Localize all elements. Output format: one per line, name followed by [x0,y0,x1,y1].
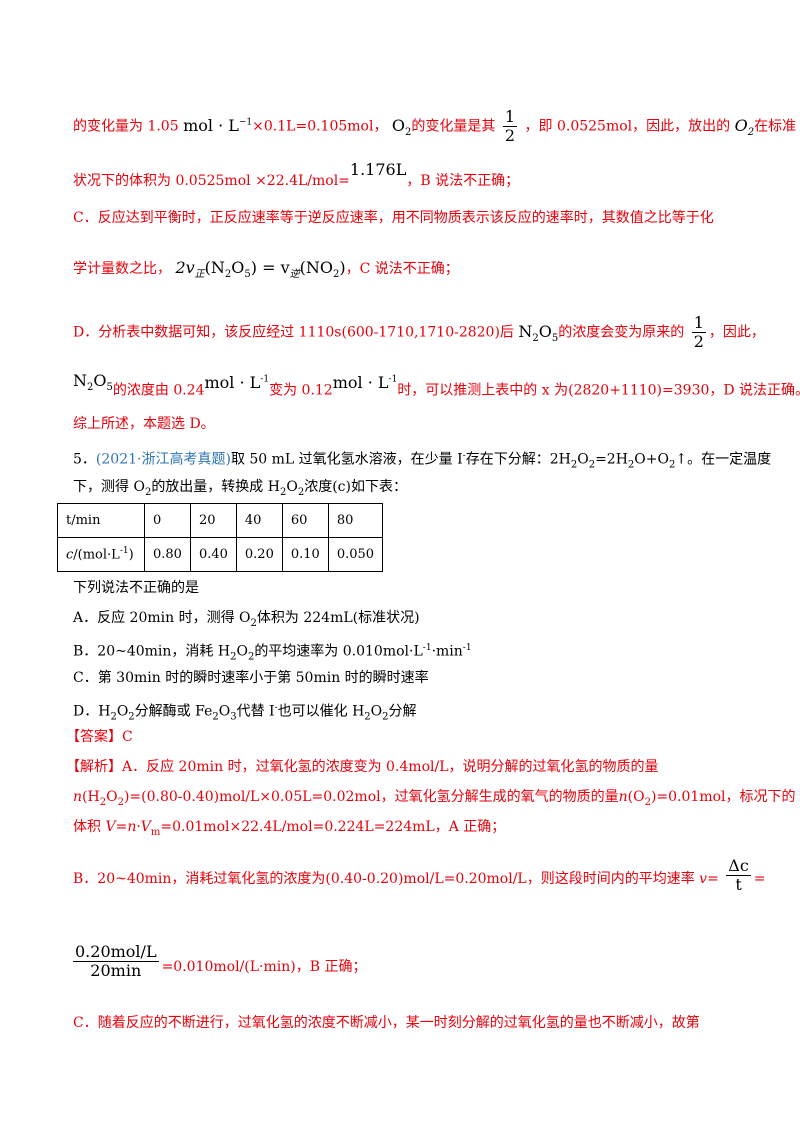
rate-equation: 2v正(N2O5) = v逆(NO2) [175,258,346,281]
line-3: C．反应达到平衡时，正反应速率等于逆反应速率，用不同物质表示该反应的速率时，其数… [73,210,714,226]
table-header-cell: t/min [57,503,145,538]
question-prompt: 下列说法不正确的是 [73,580,199,596]
option-b: B．20~40min，消耗 H2O2的平均速率为 0.010mol·L-1·mi… [73,643,472,663]
table-cell: 0.10 [281,537,329,572]
table-cell: 40 [235,503,283,538]
line-7: 综上所述，本题选 D。 [73,416,215,432]
table-row: c/(mol·L-1) 0.80 0.40 0.20 0.10 0.050 [57,537,384,572]
option-c: C．第 30min 时的瞬时速率小于第 50min 时的瞬时速率 [73,670,429,686]
line-1: 的变化量为 1.05 mol · L−1×0.1L=0.105mol， O2的变… [73,107,797,145]
answer: 【答案】C [66,729,133,745]
table-header-cell: c/(mol·L-1) [57,537,145,572]
table-row: t/min 0 20 40 60 80 [57,503,384,538]
data-table: t/min 0 20 40 60 80 c/(mol·L-1) 0.80 0.4… [57,503,384,572]
option-a: A．反应 20min 时，测得 O2体积为 224mL(标准状况) [73,610,420,629]
explanation-4: B．20~40min，消耗过氧化氢的浓度为(0.40-0.20)mol/L=0.… [73,856,766,894]
line-4: 学计量数之比， 2v正(N2O5) = v逆(NO2)，C 说法不正确； [73,258,459,281]
question-5-stem: 5．(2021·浙江高考真题)取 50 mL 过氧化氢水溶液，在少量 I-存在下… [73,451,772,471]
explanation-1: 【解析】A．反应 20min 时，过氧化氢的浓度变为 0.4mol/L，说明分解… [66,759,659,775]
table-cell: 0.40 [189,537,237,572]
line-5: D．分析表中数据可知，该反应经过 1110s(600-1710,1710-282… [73,313,765,351]
table-cell: 60 [281,503,329,538]
line-2: 状况下的体积为 0.0525mol ×22.4L/mol=1.176L，B 说法… [73,160,520,189]
explanation-3: 体积 V=n·Vm=0.01mol×22.4L/mol=0.224L=224mL… [73,819,506,838]
source-tag: (2021·浙江高考真题) [95,451,231,468]
line-6: N2O5的浓度由 0.24mol · L-1变为 0.12mol · L-1时，… [73,371,800,399]
table-cell: 0.20 [235,537,283,572]
table-cell: 0.80 [144,537,191,572]
question-5-stem-2: 下，测得 O2的放出量，转换成 H2O2浓度(c)如下表： [73,479,407,498]
option-d: D．H2O2分解酶或 Fe2O3代替 I-也可以催化 H2O2分解 [73,703,417,723]
table-cell: 80 [327,503,384,538]
explanation-2: n(H2O2)=(0.80-0.40)mol/L×0.05L=0.02mol，过… [73,789,796,808]
explanation-6: C．随着反应的不断进行，过氧化氢的浓度不断减小，某一时刻分解的过氧化氢的量也不断… [73,1015,700,1031]
table-cell: 0.050 [327,537,384,572]
table-cell: 20 [189,503,237,538]
table-cell: 0 [144,503,191,538]
